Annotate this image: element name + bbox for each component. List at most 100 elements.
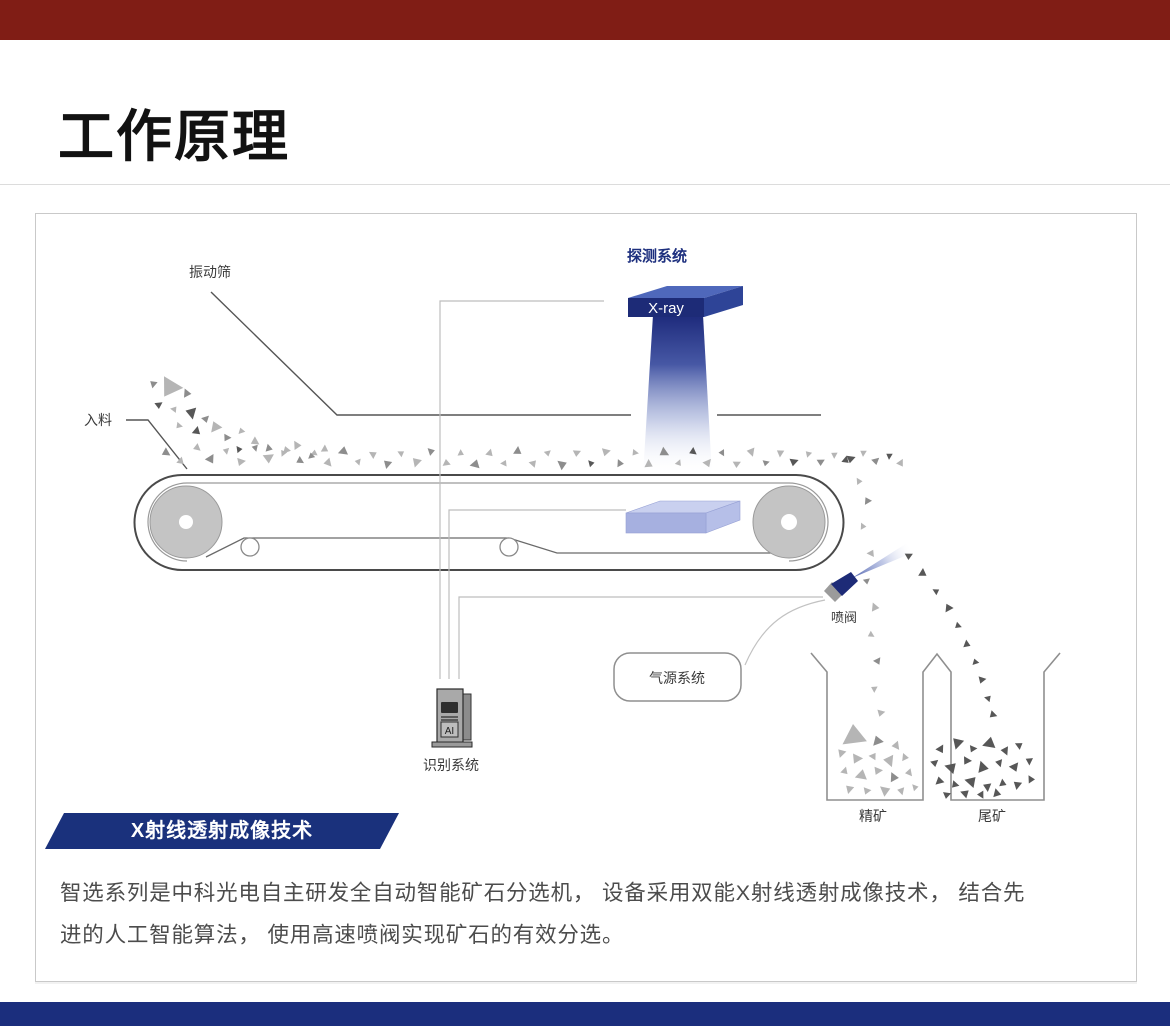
ore-particle <box>873 735 884 746</box>
ore-particle <box>952 780 960 788</box>
ore-particle <box>886 453 893 460</box>
ore-particle <box>513 446 522 454</box>
ore-particle <box>891 740 900 750</box>
ore-particle <box>874 766 883 775</box>
technology-banner: X射线透射成像技术 <box>45 813 399 849</box>
ore-particle <box>846 785 855 794</box>
ore-particle <box>999 778 1007 787</box>
ore-particle <box>863 787 872 795</box>
ore-particle <box>644 459 653 468</box>
ore-particle <box>412 458 422 468</box>
ore-particle <box>176 421 183 429</box>
ore-particle <box>982 736 996 748</box>
ore-particle <box>989 710 998 718</box>
ore-particle <box>853 753 864 764</box>
technology-banner-label: X射线透射成像技术 <box>130 820 314 842</box>
ore-particle <box>659 446 670 456</box>
ore-particle <box>689 447 697 455</box>
ore-particle <box>854 769 867 780</box>
signal-lines <box>439 300 823 679</box>
ore-particle <box>977 790 984 799</box>
ore-particle <box>860 450 867 457</box>
ore-particle <box>1025 758 1033 766</box>
ore-particle <box>237 457 246 466</box>
ore-particle <box>883 754 894 768</box>
ore-particle <box>902 753 909 762</box>
xray-box-label: X-ray <box>648 300 684 317</box>
feed-label: 入料 <box>84 412 112 428</box>
description-paragraph: 智选系列是中科光电自主研发全自动智能矿石分选机， 设备采用双能X射线透射成像技术… <box>60 872 1145 956</box>
vibrating-screen-label: 振动筛 <box>189 264 231 280</box>
vibrating-screen-leader <box>210 291 821 416</box>
ore-particle <box>871 602 880 612</box>
ore-particle <box>930 759 939 767</box>
ore-particle <box>862 578 870 585</box>
ore-particle <box>867 630 875 637</box>
ore-particle <box>953 738 965 750</box>
ore-particle <box>896 458 903 467</box>
ore-particle <box>236 446 243 454</box>
ore-particle <box>918 568 927 576</box>
ore-particle <box>789 458 799 467</box>
ore-particle <box>972 658 980 665</box>
ore-particle <box>1013 781 1023 790</box>
xray-beam <box>643 315 712 475</box>
diagram-svg: X-ray 气源系统 AI <box>84 247 1061 824</box>
ore-particle <box>912 784 919 792</box>
ore-particle <box>873 657 881 665</box>
ore-particle <box>308 452 316 459</box>
concentrate-label: 精矿 <box>859 808 887 824</box>
ore-particle <box>871 457 880 465</box>
ore-particle <box>164 376 184 397</box>
ore-particle <box>601 448 611 457</box>
ore-particle <box>485 448 493 457</box>
ore-particle <box>238 427 246 434</box>
ore-particle <box>842 724 867 745</box>
ore-particle <box>732 461 741 468</box>
ore-particle <box>905 768 912 777</box>
ore-particle <box>337 446 348 455</box>
ore-particle <box>860 522 867 530</box>
ore-particle <box>718 449 725 457</box>
ore-particle <box>866 549 874 557</box>
ore-particle <box>995 759 1003 768</box>
ore-particle <box>762 460 770 467</box>
ore-particle <box>354 458 361 466</box>
idler-roller-1 <box>240 537 260 557</box>
ore-particle <box>251 444 258 452</box>
ore-particle <box>838 749 847 758</box>
spray-valve-nozzle <box>824 543 912 602</box>
xray-source-box: X-ray <box>628 286 743 317</box>
ore-particle <box>864 497 872 505</box>
description-line-2: 进的人工智能算法， 使用高速喷阀实现矿石的有效分选。 <box>60 923 625 947</box>
ore-particle <box>154 402 163 409</box>
page-title: 工作原理 <box>58 105 290 168</box>
ore-particle <box>185 407 197 420</box>
cabinet-screen <box>441 702 458 713</box>
ore-particle <box>543 450 551 457</box>
air-supply-box: 气源系统 <box>613 652 742 702</box>
ore-particle <box>964 777 976 788</box>
ai-label: AI <box>445 726 454 737</box>
ore-particle <box>296 456 304 464</box>
ore-particle <box>310 449 318 456</box>
ore-particle <box>805 451 813 458</box>
ore-particle <box>840 766 848 775</box>
spray-jet <box>852 543 912 578</box>
ore-particle <box>211 421 223 433</box>
description-line-1: 智选系列是中科光电自主研发全自动智能矿石分选机， 设备采用双能X射线透射成像技术… <box>60 881 1026 905</box>
ore-particle <box>176 456 184 464</box>
ore-particle <box>1008 762 1019 772</box>
ore-particle <box>984 695 991 703</box>
title-divider <box>0 184 1170 185</box>
ore-particle <box>204 454 214 464</box>
ore-particle <box>224 433 232 442</box>
conveyor-belt <box>133 474 845 571</box>
ore-particle <box>1014 743 1023 750</box>
ore-particle <box>222 447 230 455</box>
ore-particle <box>193 443 201 451</box>
ore-particle <box>935 744 944 754</box>
ore-particle <box>897 787 905 796</box>
ore-particle <box>1028 775 1035 784</box>
